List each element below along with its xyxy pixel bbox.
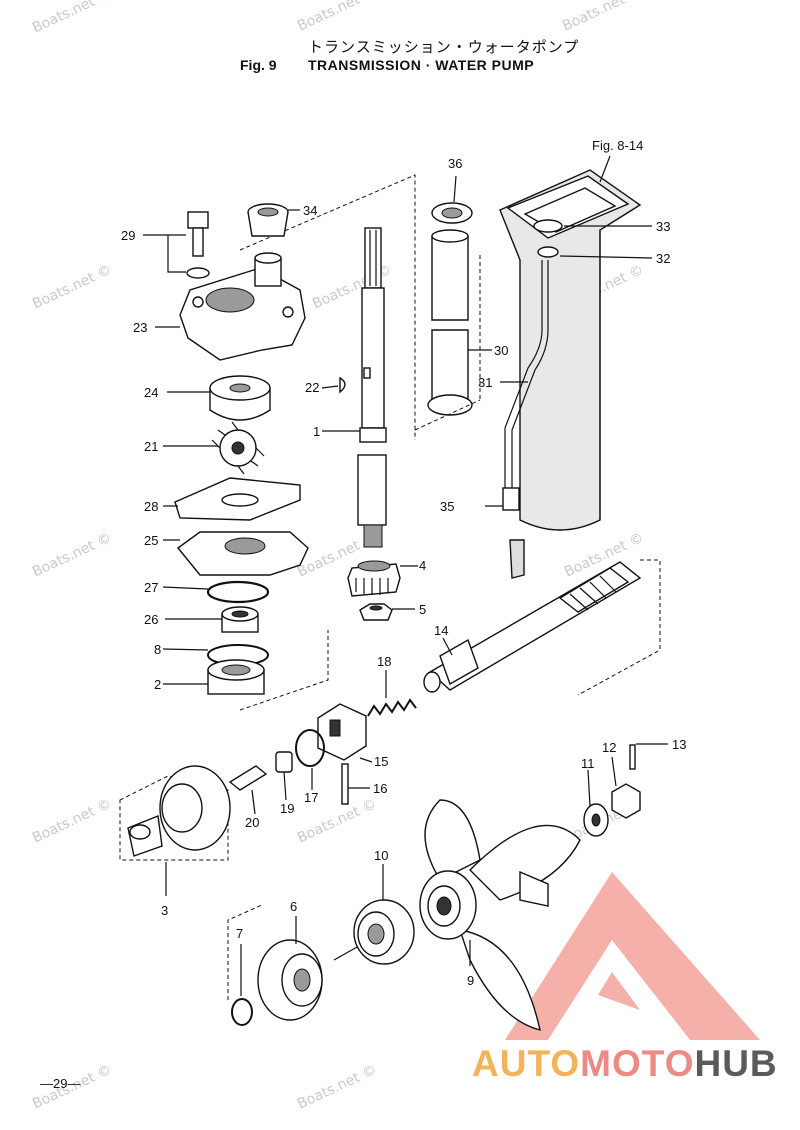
callout-7: 7 [236,926,243,941]
callout-17: 17 [304,790,318,805]
callout-19: 19 [280,801,294,816]
exhaust-housing [499,169,642,531]
part-9-propeller [419,799,581,1031]
part-35-grommet [502,487,520,511]
callout-34: 34 [303,203,317,218]
part-14-propeller-shaft [423,561,642,693]
callout-8: 8 [154,642,161,657]
callout-12: 12 [602,740,616,755]
part-30-upper-pipe [431,235,469,321]
part-2-bearing-housing [207,659,265,695]
callout-29: 29 [121,228,135,243]
callout-26: 26 [144,612,158,627]
callout-25: 25 [144,533,158,548]
callout-30: 30 [494,343,508,358]
logo-part-moto: MOTO [580,1043,695,1084]
part-13-cotter-pin [629,744,636,770]
part-21-impeller [211,421,265,475]
callout-21: 21 [144,439,158,454]
part-29-bolt [186,211,210,279]
part-23-pump-housing [179,252,306,361]
part-1-drive-shaft [357,227,387,548]
title-japanese: トランスミッション・ウォータポンプ [308,38,580,56]
callout-28: 28 [144,499,158,514]
callout-15: 15 [374,754,388,769]
callout-14: 14 [434,623,448,638]
part-27-o-ring [206,580,270,604]
callout-13: 13 [672,737,686,752]
callout-27: 27 [144,580,158,595]
part-22-woodruff-key [339,376,346,394]
callout-36: 36 [448,156,462,171]
part-16-pin [341,763,349,805]
callout-1: 1 [313,424,320,439]
ref-fig-label: Fig. 8-14 [592,138,643,153]
callout-5: 5 [419,602,426,617]
logo-part-hub: HUB [694,1043,778,1084]
part-33-seal [533,219,563,233]
part-24-insert-cartridge [209,375,271,421]
callout-16: 16 [373,781,387,796]
part-3-forward-gear [127,765,231,857]
part-12-nut [611,783,641,819]
callout-32: 32 [656,251,670,266]
callout-22: 22 [305,380,319,395]
brand-logo: AUTOMOTOHUB [472,1043,778,1085]
callout-10: 10 [374,848,388,863]
figure-label: Fig. 9 [240,57,277,73]
callout-9: 9 [467,973,474,988]
part-20-plunger [228,765,268,791]
part-17-ring [295,729,325,767]
part-6-reverse-gear [257,939,323,1021]
callout-4: 4 [419,558,426,573]
logo-triangle-icon [505,872,760,1040]
callout-23: 23 [133,320,147,335]
callout-6: 6 [290,899,297,914]
callout-31: 31 [478,375,492,390]
logo-part-auto: AUTO [472,1043,581,1084]
part-34-grommet [247,203,289,237]
part-31-water-tube [511,260,549,490]
callout-24: 24 [144,385,158,400]
page-number: —29— [40,1076,81,1091]
part-18-spring [367,698,417,717]
part-5-nut [359,603,393,621]
callout-2: 2 [154,677,161,692]
callout-18: 18 [377,654,391,669]
part-7-ring [231,998,253,1026]
part-32-grommet [537,246,559,258]
callout-11: 11 [581,756,595,771]
callout-20: 20 [245,815,259,830]
part-19-guide [275,751,293,773]
part-26-bearing [221,606,259,633]
callout-35: 35 [440,499,454,514]
callout-3: 3 [161,903,168,918]
part-4-pinion-gear [347,560,401,597]
part-10-thrust-holder [353,899,415,965]
title-english: TRANSMISSION · WATER PUMP [308,57,535,73]
part-15-clutch [317,703,367,761]
callout-33: 33 [656,219,670,234]
part-25-pump-base [176,531,309,576]
